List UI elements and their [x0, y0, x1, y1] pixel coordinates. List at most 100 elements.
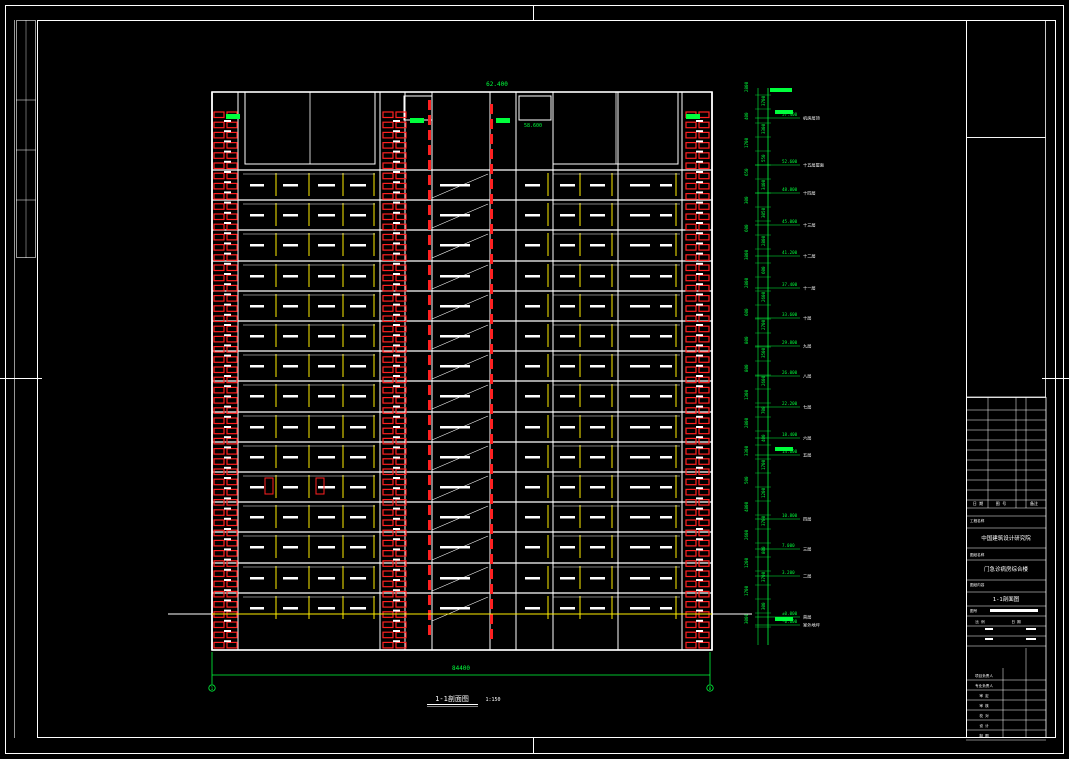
stair-flight [431, 294, 489, 320]
window-sill [224, 293, 231, 296]
tb-sheet-label: 图纸内容 [970, 582, 985, 587]
stair-rail [490, 494, 493, 504]
room-label [350, 426, 366, 429]
room-label [440, 577, 470, 580]
window-sill [224, 405, 231, 408]
dimension-value: 2700 [761, 319, 766, 330]
window-sill [696, 405, 703, 408]
facade-window [698, 152, 710, 159]
facade-window [698, 203, 710, 210]
facade-window [382, 386, 394, 394]
facade-window [213, 397, 225, 404]
stair-rail [428, 205, 431, 215]
stair-rail [490, 194, 493, 204]
window-sill [393, 303, 400, 306]
facade-window [395, 213, 407, 221]
facade-window [213, 600, 225, 608]
facade-window [213, 570, 225, 578]
facade-window [395, 488, 407, 496]
facade-window [685, 305, 697, 312]
window-sill [393, 344, 400, 347]
window-sill [696, 517, 703, 520]
facade-window [213, 356, 225, 363]
facade-window [226, 570, 238, 578]
signature-label: 校 对 [979, 713, 989, 718]
room-label [440, 244, 470, 247]
window-sill [224, 395, 231, 398]
stair-rail [428, 535, 431, 545]
room-label [630, 275, 650, 278]
top-tag [770, 88, 792, 92]
facade-window [685, 631, 697, 639]
facade-window [698, 142, 710, 149]
facade-window [395, 142, 407, 149]
facade-window [382, 254, 394, 261]
stair-flight [431, 596, 489, 622]
room-label [250, 214, 264, 217]
facade-window [685, 223, 697, 231]
elevation-value: 26.000 [782, 370, 798, 375]
room-label [440, 365, 470, 368]
room-label [630, 214, 650, 217]
facade-window [685, 142, 697, 149]
window-sill [393, 375, 400, 377]
stair-rail [428, 595, 431, 605]
roof-cap-green [226, 114, 240, 119]
facade-window [698, 305, 710, 312]
window-sill [393, 466, 400, 469]
room-label [350, 214, 366, 217]
window-sill [696, 446, 703, 449]
window-sill [224, 487, 231, 490]
floor-name: 九层 [803, 343, 811, 350]
window-sill [696, 222, 703, 224]
stair-rail [428, 235, 431, 245]
facade-window [685, 335, 697, 343]
window-sill [393, 252, 400, 255]
facade-window [213, 529, 225, 537]
room-label [630, 486, 650, 489]
machine-room-right [552, 91, 679, 165]
window-sill [696, 191, 703, 194]
facade-window [213, 233, 225, 241]
facade-window [698, 162, 710, 170]
facade-window [226, 529, 238, 537]
tb-building: 门急诊病房综合楼 [984, 565, 1029, 573]
facade-window [226, 305, 238, 312]
facade-window [395, 233, 407, 241]
dimension-value: 300 [744, 196, 749, 204]
overall-dimension: 84400 1 8 [208, 652, 714, 692]
window-sill [224, 324, 231, 326]
room-label [350, 395, 366, 398]
facade-window [382, 448, 394, 455]
stair-rail [428, 280, 431, 290]
facade-window [685, 356, 697, 363]
facade-window [226, 213, 238, 221]
window-sill [224, 375, 231, 377]
facade-window [226, 560, 238, 567]
stair-flight [431, 203, 489, 229]
facade-window [698, 529, 710, 537]
room-label [250, 335, 264, 338]
room-label [590, 184, 605, 187]
facade-window [213, 335, 225, 343]
window-sill [393, 579, 400, 581]
room-label [350, 456, 366, 459]
room-label [318, 456, 335, 459]
axis-bubble-right [706, 684, 714, 692]
title-block: 日 期 图 号 备注 工程名称 中国建筑设计研究院 图纸名称 门急诊病房综合楼 … [966, 20, 1047, 741]
window-sill [393, 191, 400, 194]
window-sill [696, 599, 703, 602]
room-label [250, 244, 264, 247]
facade-window [226, 233, 238, 241]
facade-window [382, 488, 394, 496]
stair-rail [428, 430, 431, 440]
room-label [318, 244, 335, 247]
dimension-value: 2600 [744, 529, 749, 540]
facade-window [226, 244, 238, 251]
window-sill [696, 395, 703, 398]
room-label [525, 395, 540, 398]
room-label [440, 184, 470, 187]
window-sill [224, 466, 231, 469]
tb-number-bar [990, 609, 1038, 612]
